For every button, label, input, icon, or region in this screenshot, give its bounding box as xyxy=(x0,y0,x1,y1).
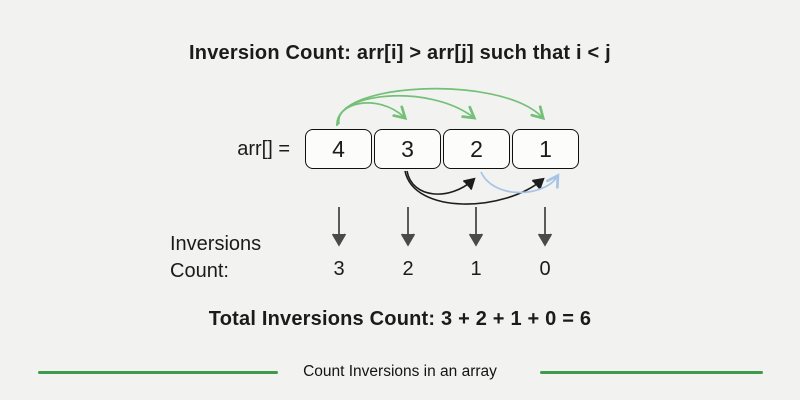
right-divider-line xyxy=(540,371,763,374)
inversions-count-label-line1: Inversions xyxy=(170,233,262,255)
inversion-count-of-4: 3 xyxy=(333,258,345,280)
array-cell-value: 4 xyxy=(332,135,345,162)
inversion-count-of-3: 2 xyxy=(402,258,414,280)
array-cell-2: 2 xyxy=(443,129,510,169)
inversions-count-label-line2: Count: xyxy=(170,260,229,282)
green-arrow-4-to-2 xyxy=(337,94,477,126)
black-arrow-3-to-2 xyxy=(406,170,476,195)
array-cell-0: 4 xyxy=(305,129,372,169)
green-arrow-4-to-1 xyxy=(338,87,546,125)
footer-caption: Count Inversions in an array xyxy=(303,363,497,380)
total-inversions-text: Total Inversions Count: 3 + 2 + 1 + 0 = … xyxy=(208,308,592,330)
page-title: Inversion Count: arr[i] > arr[j] such th… xyxy=(189,42,611,64)
green-arrow-4-to-3 xyxy=(336,102,408,127)
left-divider-line xyxy=(38,371,278,374)
blue-arrow-2-to-1 xyxy=(480,171,560,194)
inversion-count-of-2: 1 xyxy=(470,258,482,280)
array-cell-value: 1 xyxy=(539,135,552,162)
inversion-count-of-1: 0 xyxy=(539,258,551,280)
array-cell-value: 3 xyxy=(401,135,414,162)
black-arrow-3-to-1 xyxy=(404,170,545,205)
array-cell-1: 3 xyxy=(374,129,441,169)
array-label: arr[] = xyxy=(237,138,290,160)
inversions-count-label: Inversions Count: xyxy=(170,231,261,285)
array-cell-3: 1 xyxy=(512,129,579,169)
array-cell-value: 2 xyxy=(470,135,483,162)
